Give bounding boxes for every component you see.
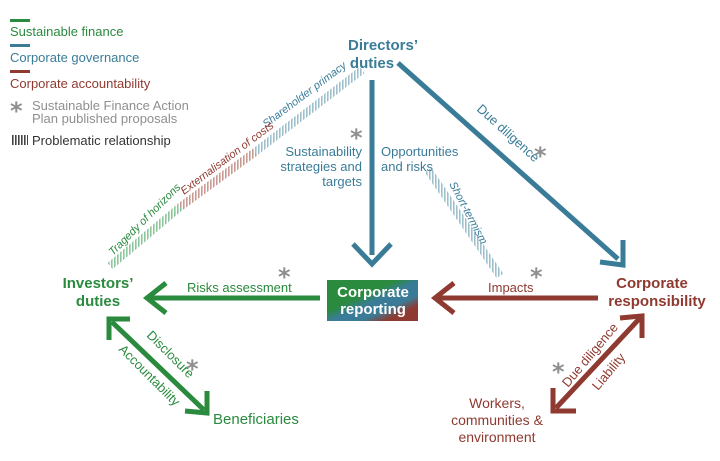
node-corporate-reporting: Corporate reporting: [327, 280, 418, 321]
hatch-short-termism: [424, 167, 504, 279]
asterisk-icon-sustainability: *: [350, 124, 363, 152]
arrow-reporting-to-investors: [142, 281, 320, 315]
legend-asterisk-icon: *: [10, 97, 23, 125]
arrow-responsibility-workers: [550, 313, 645, 414]
legend-proposals-line2: Plan published proposals: [32, 111, 178, 126]
node-directors-duties-line2: duties: [350, 55, 394, 72]
node-investors-duties-line2: duties: [76, 293, 120, 310]
legend-corporate-accountability: Corporate accountability: [10, 76, 151, 91]
node-corporate-reporting-line2: reporting: [340, 301, 406, 318]
node-beneficiaries: Beneficiaries: [213, 411, 299, 428]
label-shareholder-primacy: Shareholder primacy: [261, 59, 350, 131]
node-directors-duties-line1: Directors’: [348, 37, 418, 54]
legend-swatch-blue: [10, 44, 30, 47]
asterisk-icon-risks-assessment: *: [278, 263, 291, 291]
arrow-directors-to-responsibility: [396, 61, 626, 268]
label-externalisation-of-costs: Externalisation of costs: [179, 119, 277, 197]
label-sustainability-line2: strategies and: [280, 159, 362, 174]
node-corporate-reporting-line1: Corporate: [337, 284, 409, 301]
arrow-investors-beneficiaries: [106, 316, 210, 416]
legend-swatch-green: [10, 19, 30, 22]
legend: Sustainable finance Corporate governance…: [10, 19, 189, 148]
node-corporate-responsibility-line1: Corporate: [616, 275, 688, 292]
label-opportunities-line1: Opportunities: [381, 144, 459, 159]
asterisk-icon-due-diligence-top: *: [534, 142, 547, 170]
node-workers-line1: Workers,: [469, 395, 525, 411]
hatch-externalisation: [177, 148, 258, 211]
asterisk-icon-impacts: *: [530, 263, 543, 291]
label-opportunities-line2: and risks: [381, 159, 434, 174]
node-workers-line3: environment: [458, 429, 535, 445]
legend-proposals-line1: Sustainable Finance Action: [32, 98, 189, 113]
label-impacts: Impacts: [488, 280, 534, 295]
arrow-responsibility-to-reporting: [430, 281, 598, 315]
arrow-directors-to-reporting: [351, 80, 393, 268]
legend-swatch-red: [10, 70, 30, 73]
legend-corporate-governance: Corporate governance: [10, 50, 139, 65]
node-corporate-responsibility-line2: responsibility: [608, 293, 706, 310]
asterisk-icon-disclosure: *: [186, 355, 199, 383]
label-risks-assessment: Risks assessment: [187, 280, 292, 295]
legend-hatch-icon: [12, 135, 28, 145]
legend-sustainable-finance: Sustainable finance: [10, 24, 123, 39]
label-sustainability-line3: targets: [322, 174, 362, 189]
node-investors-duties-line1: Investors’: [63, 275, 134, 292]
legend-problematic: Problematic relationship: [32, 133, 171, 148]
hatched-relationships: [107, 66, 504, 279]
label-tragedy-of-horizons: Tragedy of horizons: [107, 181, 184, 258]
node-workers-line2: communities &: [451, 412, 543, 428]
label-sustainability-line1: Sustainability: [285, 144, 362, 159]
hatch-shareholder-primacy: [252, 66, 365, 156]
hatch-tragedy: [107, 203, 183, 270]
label-due-diligence-top: Due diligence: [474, 101, 543, 165]
asterisk-icon-due-diligence-bottom: *: [552, 358, 565, 386]
